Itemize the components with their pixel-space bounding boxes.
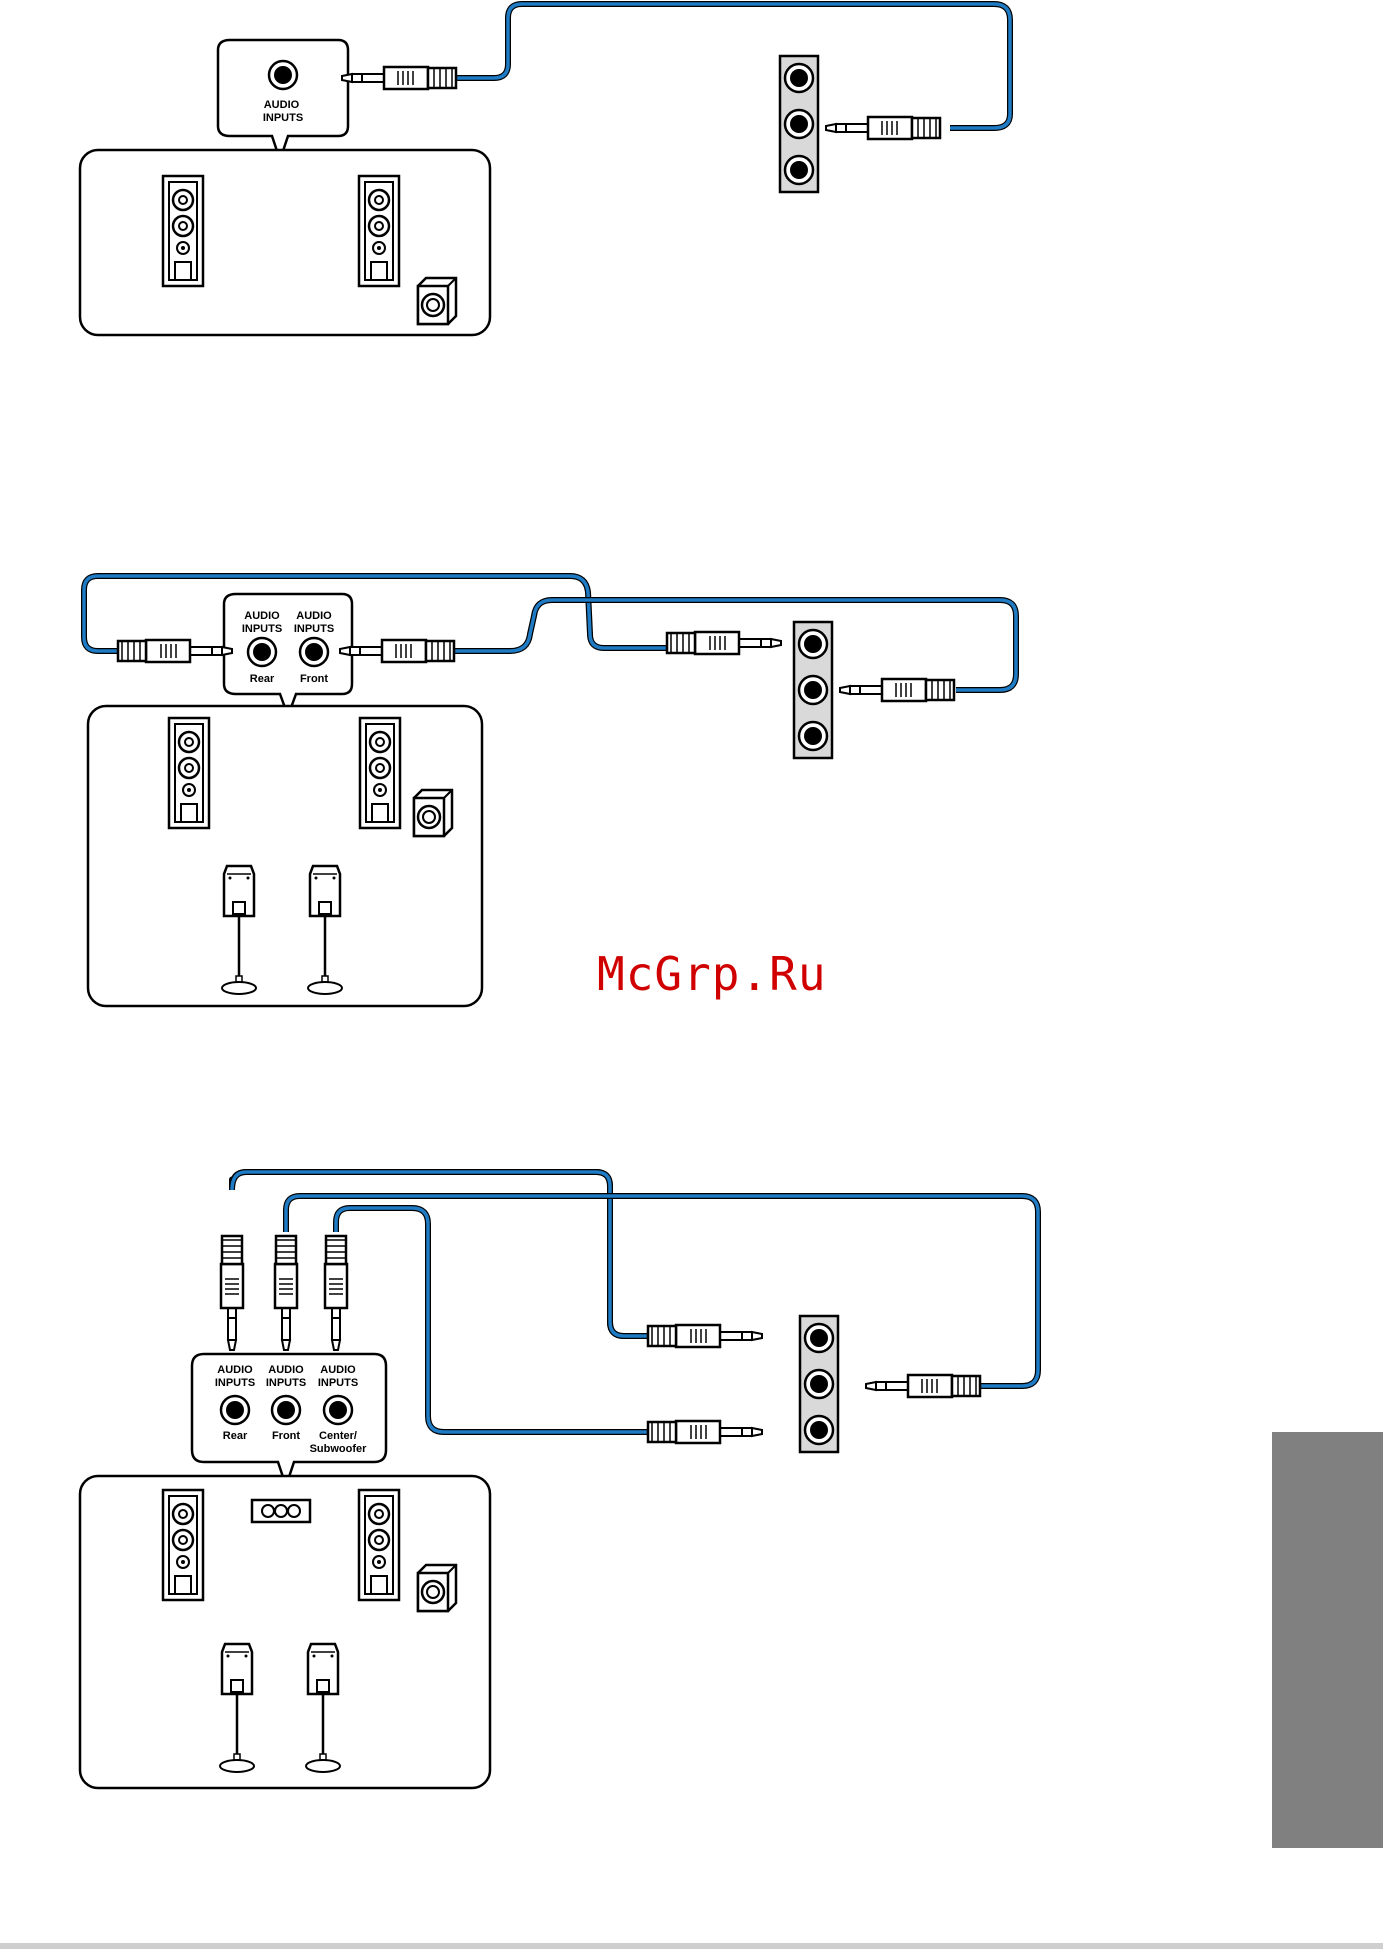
plug [648, 1421, 762, 1443]
io-panel [800, 1316, 838, 1452]
audio-inputs-hub [224, 594, 352, 716]
audio-input-label: Rear [250, 673, 275, 685]
front-right-speaker [359, 176, 399, 286]
diagram-2-channel: AUDIO INPUTS [80, 4, 1010, 335]
plug [340, 640, 454, 662]
audio-input-label: Front [300, 673, 328, 685]
front-right-speaker [359, 1490, 399, 1600]
speaker-group-box [88, 706, 482, 1006]
io-panel [780, 56, 818, 192]
front-left-speaker [163, 176, 203, 286]
plug [342, 67, 456, 89]
audio-jack [324, 1396, 352, 1424]
audio-input-label: Front [272, 1430, 300, 1442]
audio-input-label: Rear [223, 1430, 248, 1442]
audio-inputs-label: AUDIO INPUTS [263, 99, 303, 124]
audio-jack [300, 638, 328, 666]
io-panel [794, 622, 832, 758]
front-left-speaker [169, 718, 209, 828]
plug [840, 679, 954, 701]
cable-front [286, 1196, 1038, 1386]
plug [826, 117, 940, 139]
plug [667, 632, 781, 654]
cable-1 [456, 4, 1010, 128]
plug [118, 640, 232, 662]
front-right-speaker [360, 718, 400, 828]
center-speaker [252, 1500, 310, 1522]
plug [325, 1236, 347, 1350]
audio-jack [248, 638, 276, 666]
subwoofer [414, 790, 452, 836]
plug [275, 1236, 297, 1350]
front-left-speaker [163, 1490, 203, 1600]
plug [648, 1325, 762, 1347]
plug [866, 1375, 980, 1397]
subwoofer [418, 1565, 456, 1611]
audio-jack [272, 1396, 300, 1424]
footer-rule [0, 1943, 1383, 1949]
section-side-tab [1272, 1432, 1383, 1848]
audio-jack [269, 61, 297, 89]
plug [221, 1236, 243, 1350]
watermark: McGrp.Ru [597, 947, 827, 1001]
subwoofer [418, 278, 456, 324]
audio-jack [221, 1396, 249, 1424]
